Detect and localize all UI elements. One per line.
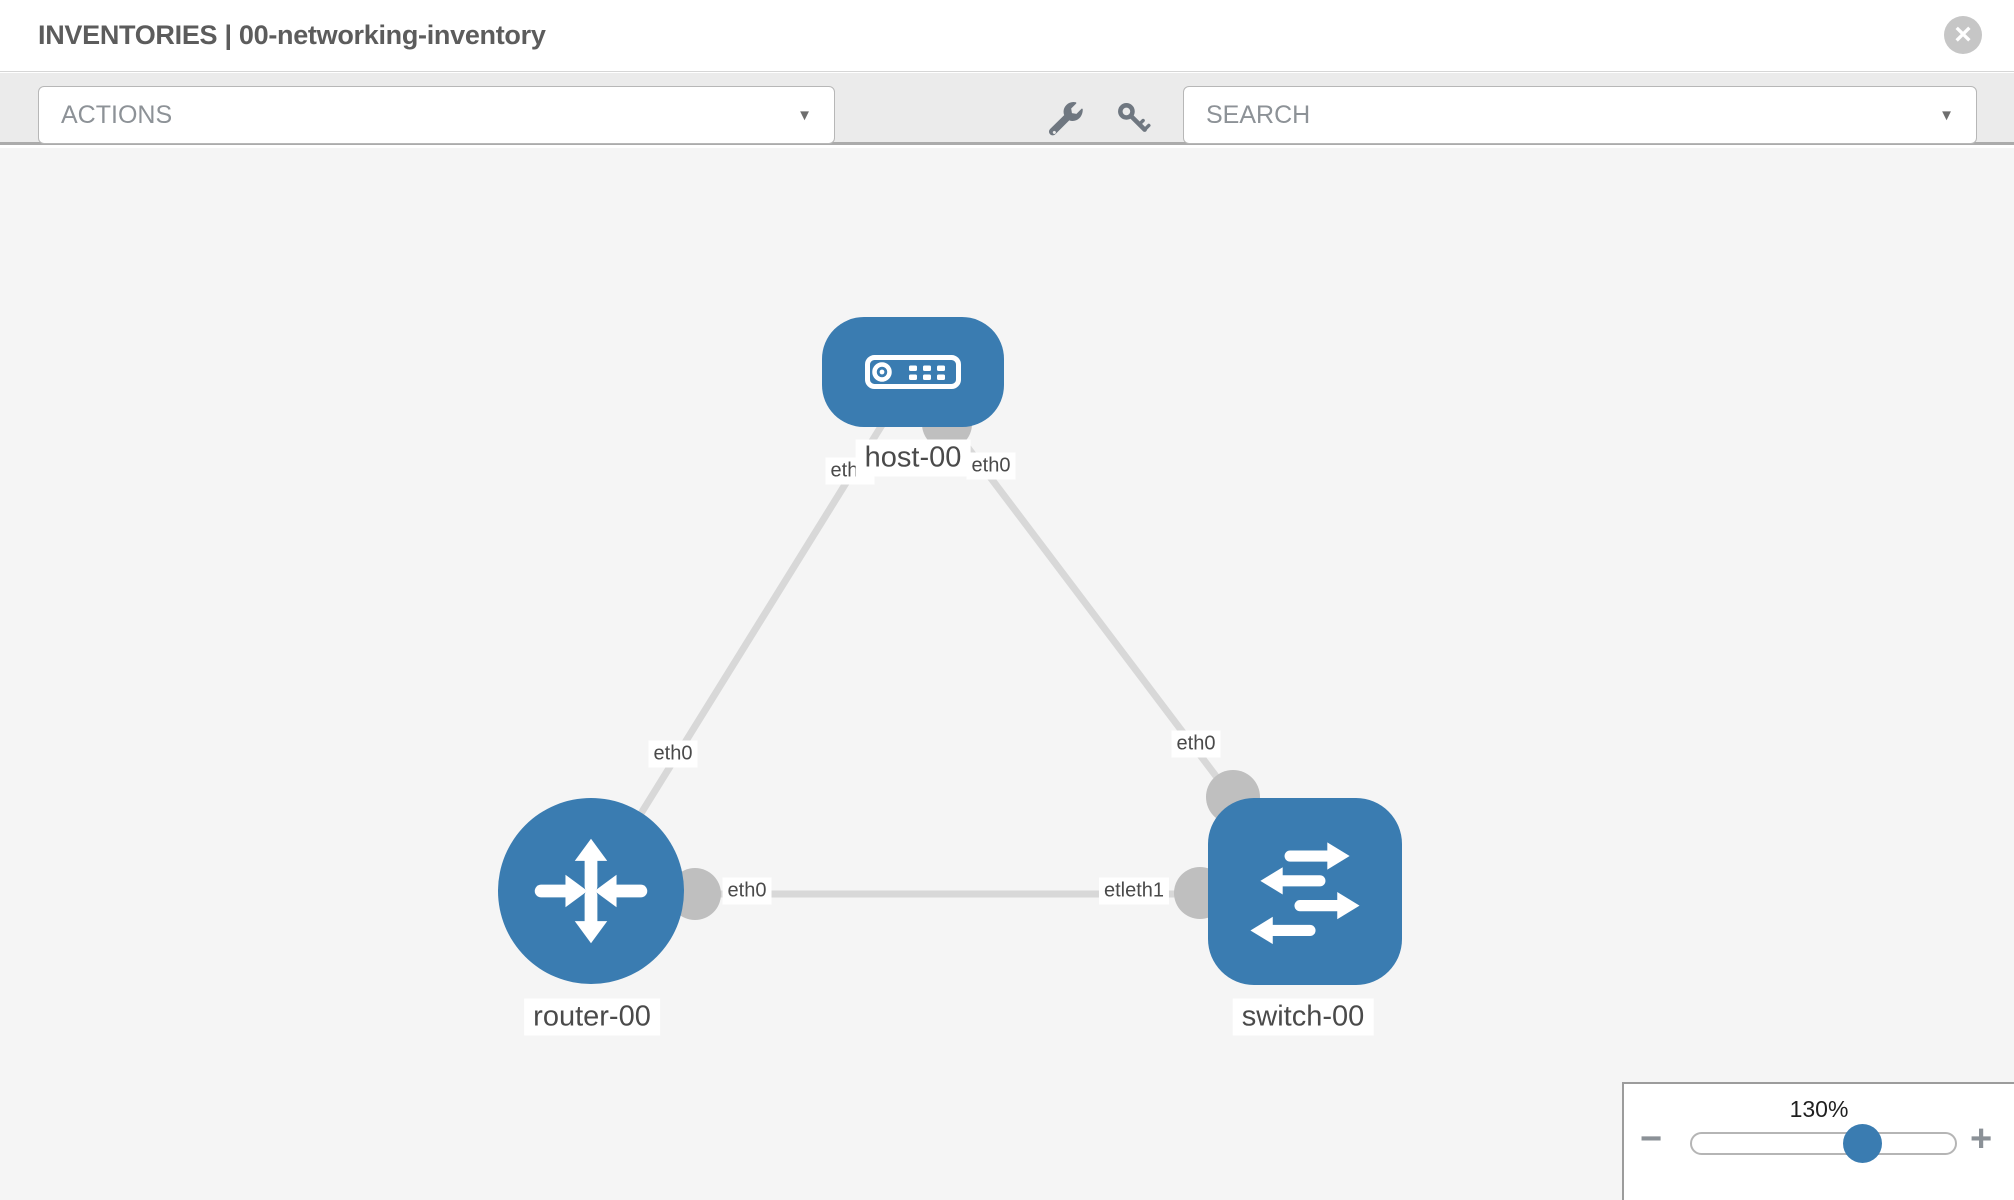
credentials-button[interactable] bbox=[1114, 99, 1154, 139]
chevron-down-icon: ▼ bbox=[797, 106, 812, 124]
topology-graph bbox=[588, 372, 1308, 920]
edge-label: eth0 bbox=[648, 740, 698, 768]
zoom-in-button[interactable]: + bbox=[1970, 1118, 1993, 1160]
topology-canvas[interactable]: eth0 eth0 eth0 eth0 eth0 etleth1 host-00… bbox=[0, 148, 2014, 1200]
close-icon[interactable]: × bbox=[1944, 16, 1982, 54]
zoom-slider-track[interactable] bbox=[1690, 1132, 1957, 1155]
wrench-icon bbox=[1049, 102, 1083, 136]
toolbar: ACTIONS ▼ SEARCH ▼ bbox=[0, 73, 2014, 145]
zoom-out-button[interactable]: − bbox=[1640, 1118, 1663, 1160]
configure-button[interactable] bbox=[1046, 99, 1086, 139]
edge-label: eth0 bbox=[722, 877, 772, 905]
actions-dropdown-label: ACTIONS bbox=[61, 100, 173, 129]
node-switch-00[interactable] bbox=[1208, 798, 1402, 985]
switch-icon bbox=[1250, 841, 1360, 944]
actions-dropdown[interactable]: ACTIONS ▼ bbox=[38, 86, 835, 144]
host-icon bbox=[865, 355, 961, 389]
node-label-switch: switch-00 bbox=[1232, 998, 1374, 1036]
edge-label: eth0 bbox=[1171, 730, 1221, 758]
zoom-level-value: 130% bbox=[1789, 1096, 1849, 1122]
page-title: INVENTORIES | 00-networking-inventory bbox=[38, 20, 546, 50]
search-dropdown-label: SEARCH bbox=[1206, 100, 1311, 129]
edge-label: eth0 bbox=[966, 452, 1016, 480]
node-label-host: host-00 bbox=[855, 439, 971, 477]
header-bar: INVENTORIES | 00-networking-inventory × bbox=[0, 0, 2014, 72]
search-dropdown[interactable]: SEARCH ▼ bbox=[1183, 86, 1977, 144]
node-router-00[interactable] bbox=[498, 798, 684, 984]
zoom-slider-thumb[interactable] bbox=[1843, 1124, 1882, 1163]
node-label-router: router-00 bbox=[524, 998, 660, 1036]
router-icon bbox=[534, 838, 648, 944]
edge-label: etleth1 bbox=[1098, 877, 1170, 905]
chevron-down-icon: ▼ bbox=[1939, 106, 1954, 124]
node-host-00[interactable] bbox=[822, 317, 1004, 427]
key-icon bbox=[1118, 103, 1151, 132]
zoom-control-panel: 130% − + bbox=[1622, 1082, 2014, 1200]
